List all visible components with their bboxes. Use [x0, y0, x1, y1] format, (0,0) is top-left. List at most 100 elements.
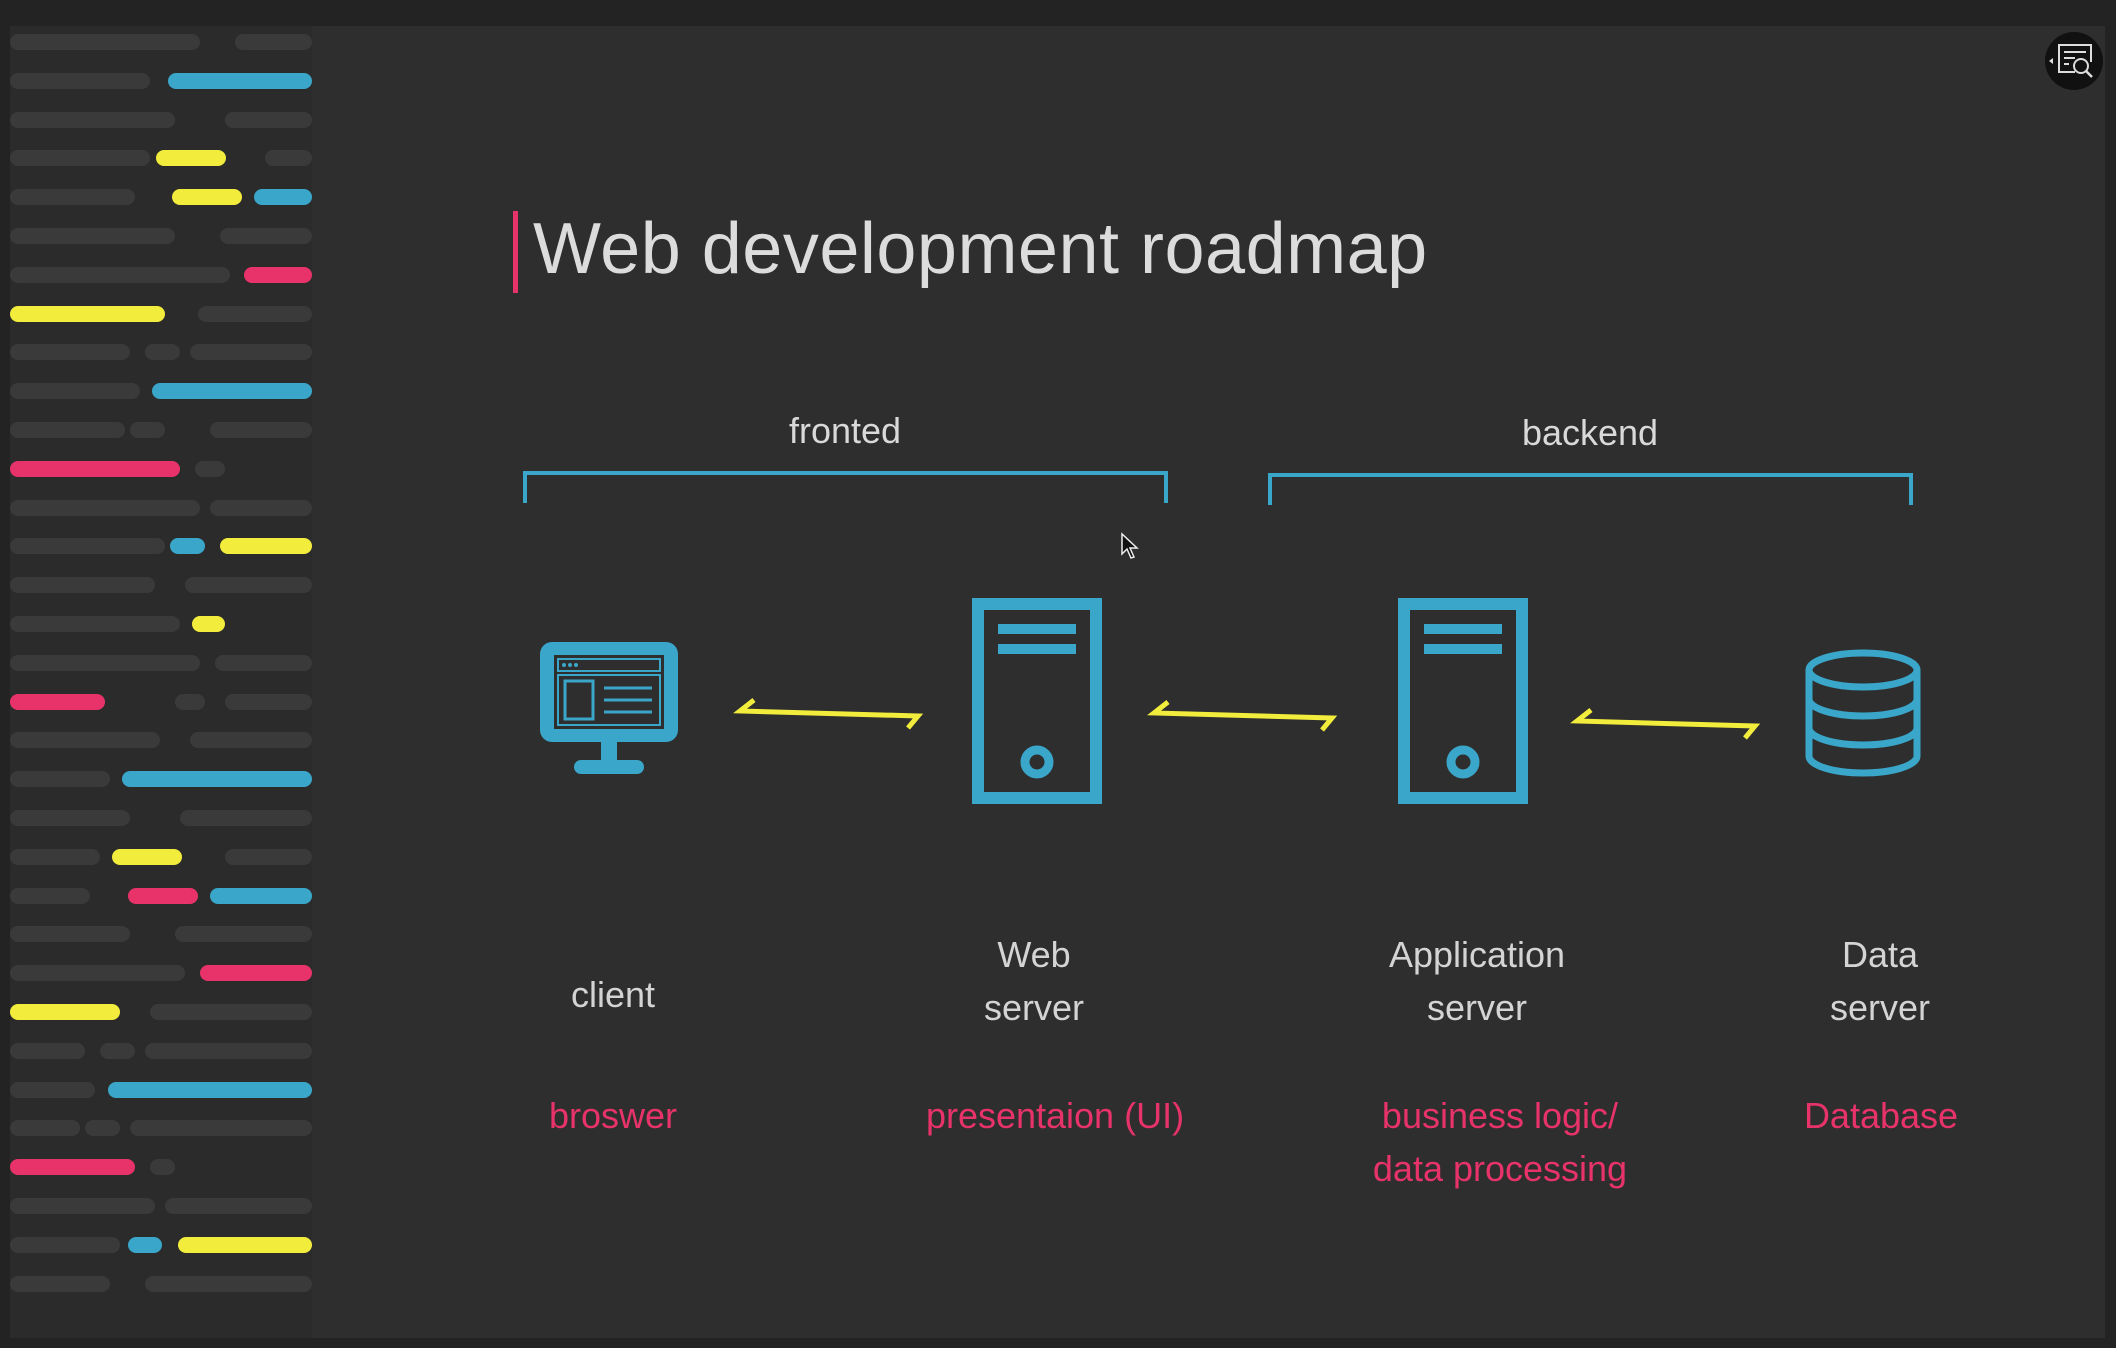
code-stripe: [130, 422, 165, 438]
role-label-business-logic: business logic/ data processing: [1250, 1089, 1750, 1195]
bidirectional-arrow-icon: [1147, 700, 1338, 732]
code-stripe: [10, 693, 105, 710]
label-line: client: [570, 974, 656, 1015]
code-stripe: [210, 422, 312, 438]
code-stripe: [225, 848, 312, 865]
code-stripe: [168, 72, 312, 89]
label-line: server: [1829, 987, 1931, 1028]
code-stripe: [220, 228, 312, 244]
slide: [10, 26, 2105, 1338]
application-server-icon: [1398, 598, 1528, 804]
code-stripe: [10, 460, 180, 477]
bidirectional-arrow-icon: [1570, 708, 1761, 740]
code-stripe: [265, 150, 312, 167]
code-stripe: [100, 1042, 135, 1059]
code-stripe: [225, 111, 312, 128]
code-stripe: [175, 693, 205, 710]
code-stripe: [210, 887, 312, 904]
code-stripe: [10, 150, 150, 167]
code-stripe: [192, 616, 225, 632]
code-stripe: [10, 189, 135, 206]
code-stripe: [10, 654, 200, 671]
code-stripe: [152, 383, 312, 400]
code-stripe: [150, 1159, 175, 1176]
code-stripe: [10, 111, 175, 128]
code-stripe: [170, 538, 205, 555]
web-server-icon: [972, 598, 1102, 804]
label-line: Application: [1388, 934, 1566, 975]
code-stripe: [108, 1081, 312, 1098]
code-stripe: [210, 499, 312, 516]
code-stripe: [145, 1275, 312, 1292]
code-stripe: [215, 654, 312, 671]
title-accent-bar: [513, 211, 518, 293]
code-stripe: [10, 266, 230, 283]
code-stripe: [165, 1198, 312, 1214]
code-stripe: [156, 150, 226, 167]
code-stripe: [254, 189, 312, 206]
code-stripe: [10, 1081, 95, 1098]
code-stripe: [10, 1198, 155, 1214]
code-stripe: [220, 538, 312, 555]
role-line: presentaion (UI): [925, 1095, 1185, 1136]
code-stripe: [10, 1042, 85, 1059]
code-stripe: [190, 344, 312, 361]
code-stripe: [10, 810, 130, 826]
node-label-client: client: [413, 968, 813, 1021]
find-in-page-button[interactable]: [2045, 32, 2103, 90]
code-stripe: [150, 1004, 312, 1020]
role-line: Database: [1803, 1095, 1959, 1136]
label-line: Data: [1841, 934, 1919, 975]
code-stripe: [145, 344, 180, 361]
code-stripe: [10, 926, 130, 943]
code-stripe: [195, 460, 225, 477]
code-stripe: [10, 887, 90, 904]
code-stripe: [85, 1120, 120, 1137]
code-stripe: [180, 810, 312, 826]
code-stripe: [10, 228, 175, 244]
code-stripe: [10, 965, 185, 982]
code-stripe: [10, 1236, 120, 1253]
code-stripe: [175, 926, 312, 943]
code-stripe: [235, 34, 312, 50]
mouse-cursor-icon: [1121, 532, 1139, 559]
code-stripe: [10, 538, 165, 555]
group-label-backend: backend: [1521, 412, 1659, 453]
code-stripe: [10, 732, 160, 749]
code-stripe: [10, 848, 100, 865]
node-label-application-server: Application server: [1277, 928, 1677, 1034]
database-icon: [1805, 649, 1921, 777]
code-stripe: [10, 1275, 110, 1292]
role-line: data processing: [1372, 1148, 1628, 1189]
code-stripe: [145, 1042, 312, 1059]
code-stripe: [10, 771, 110, 788]
role-label-database: Database: [1631, 1089, 2116, 1142]
code-stripe: [200, 965, 312, 982]
role-label-presentation: presentaion (UI): [805, 1089, 1305, 1142]
code-stripe: [10, 34, 200, 50]
code-stripe: [10, 616, 180, 632]
code-stripe: [10, 344, 130, 361]
decorative-code-stripes: [10, 26, 312, 1338]
code-stripe: [128, 1236, 162, 1253]
code-stripe: [10, 1120, 80, 1137]
find-in-page-icon: [2049, 44, 2093, 78]
code-stripe: [185, 577, 312, 594]
frontend-bracket: [523, 471, 1168, 503]
monitor-icon: [540, 642, 678, 774]
code-stripe: [130, 1120, 312, 1137]
code-stripe: [10, 422, 125, 438]
label-line: server: [1426, 987, 1528, 1028]
role-line: broswer: [548, 1095, 678, 1136]
label-line: Web: [997, 934, 1071, 975]
code-stripe: [10, 499, 200, 516]
code-stripe: [225, 693, 312, 710]
code-stripe: [10, 305, 165, 322]
role-label-browser: broswer: [363, 1089, 863, 1142]
code-stripe: [10, 577, 155, 594]
code-stripe: [10, 1004, 120, 1020]
group-label-frontend: fronted: [788, 410, 902, 451]
page-title: Web development roadmap: [533, 209, 1428, 289]
backend-bracket: [1268, 473, 1913, 505]
code-stripe: [178, 1236, 312, 1253]
